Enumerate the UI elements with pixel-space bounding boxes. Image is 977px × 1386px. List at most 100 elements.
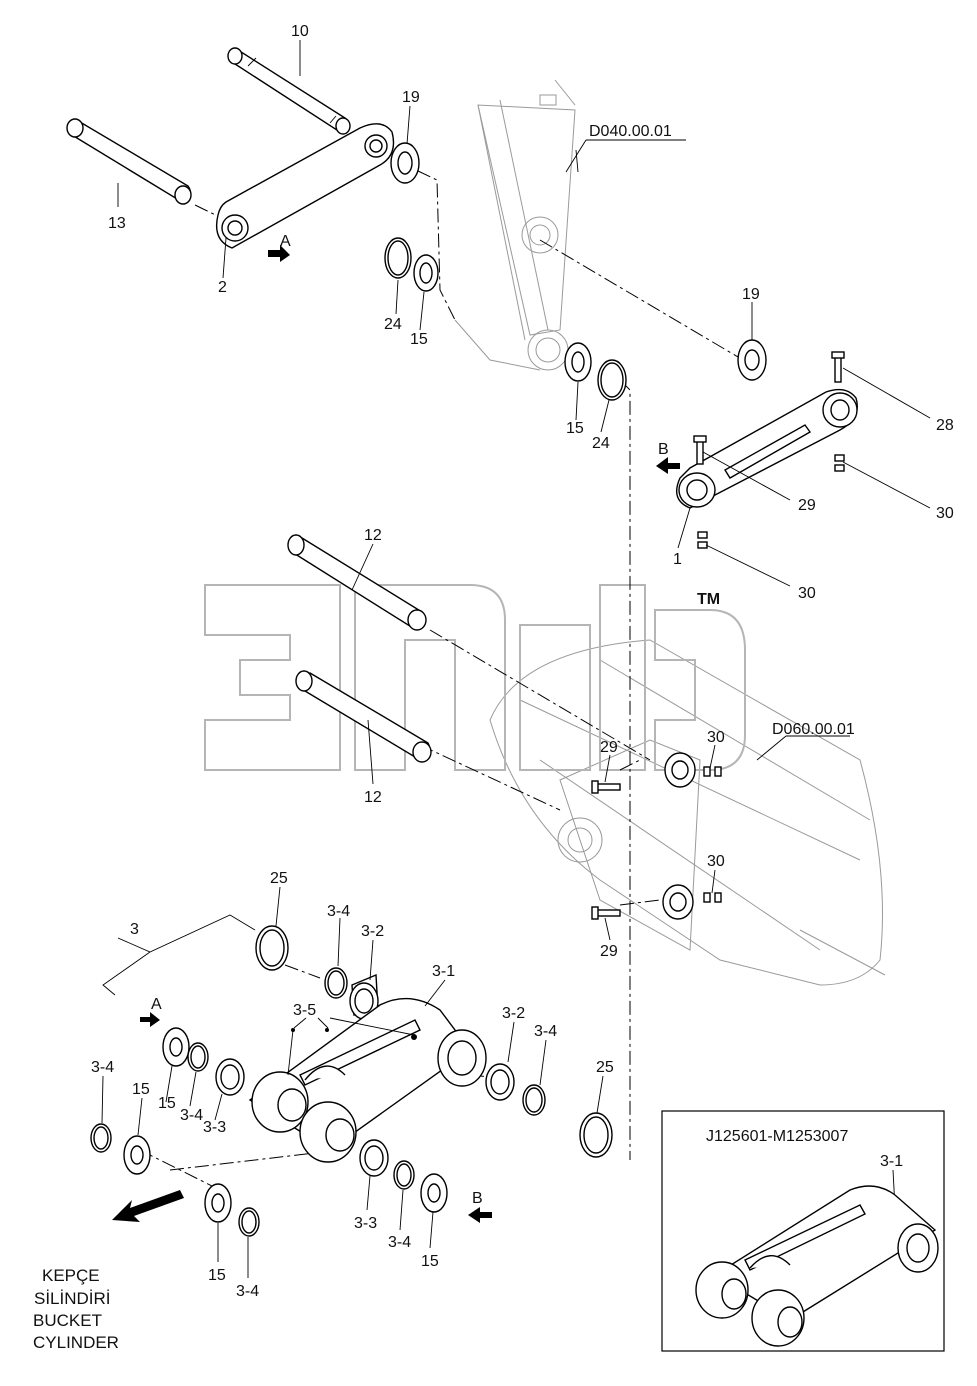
callout-29: 29 bbox=[600, 739, 618, 756]
callout-3-3: 3-3 bbox=[203, 1119, 226, 1136]
reference-bucket: D060.00.01 bbox=[772, 721, 855, 738]
bushing-3-3-bottom bbox=[359, 1139, 389, 1177]
seal-3-4-far-left bbox=[90, 1123, 112, 1153]
callout-28: 28 bbox=[936, 417, 954, 434]
callout-a: A bbox=[151, 996, 162, 1013]
bucket-bushing-upper bbox=[664, 752, 696, 788]
callout-3-2: 3-2 bbox=[502, 1005, 525, 1022]
caption-line-1: KEPÇE bbox=[42, 1266, 100, 1285]
bushing-3-2-top bbox=[349, 973, 379, 1020]
callout-3-4: 3-4 bbox=[534, 1023, 557, 1040]
seal-3-4-right bbox=[522, 1084, 546, 1116]
callout-29: 29 bbox=[600, 943, 618, 960]
callout-30: 30 bbox=[707, 729, 725, 746]
arrow-b-lower-icon bbox=[468, 1207, 492, 1223]
callout-25: 25 bbox=[596, 1059, 614, 1076]
bucket-cylinder-arrow-icon bbox=[112, 1190, 184, 1222]
washer-15-left bbox=[162, 1027, 190, 1067]
callout-15: 15 bbox=[421, 1253, 439, 1270]
washer-15-bottom-right bbox=[420, 1173, 448, 1213]
callout-3-3: 3-3 bbox=[354, 1215, 377, 1232]
arrow-b-icon bbox=[656, 457, 680, 474]
oring-24-upper bbox=[384, 237, 412, 279]
callout-b: B bbox=[472, 1190, 483, 1207]
callout-30: 30 bbox=[707, 853, 725, 870]
callout-12: 12 bbox=[364, 527, 382, 544]
leader-lines bbox=[101, 40, 931, 1278]
callout-12: 12 bbox=[364, 789, 382, 806]
callout-3-5: 3-5 bbox=[293, 1002, 316, 1019]
oring-24-mid bbox=[597, 359, 627, 401]
callout-3-4: 3-4 bbox=[236, 1283, 259, 1300]
callout-b: B bbox=[658, 441, 669, 458]
washer-15-mid bbox=[564, 342, 592, 382]
caption-line-2: SİLİNDİRİ bbox=[34, 1289, 111, 1308]
callout-15: 15 bbox=[208, 1267, 226, 1284]
pin-10 bbox=[227, 47, 351, 135]
callout-3-4: 3-4 bbox=[388, 1234, 411, 1251]
bucket-outline bbox=[489, 639, 886, 986]
pin-13 bbox=[66, 118, 192, 205]
callout-a: A bbox=[280, 233, 291, 250]
link-2 bbox=[215, 123, 395, 249]
bolt-29-mid bbox=[591, 780, 621, 794]
bucket-bushing-lower bbox=[662, 884, 694, 920]
nuts-30-low bbox=[703, 892, 722, 903]
callout-2: 2 bbox=[218, 279, 227, 296]
arrow-a-lower-icon bbox=[140, 1012, 160, 1027]
washer-15-far-left bbox=[123, 1135, 151, 1175]
callout-10: 10 bbox=[291, 23, 309, 40]
bolt-29-low bbox=[591, 906, 621, 920]
bushing-3-2-right bbox=[485, 1063, 515, 1101]
bushing-3-3-left bbox=[215, 1058, 245, 1096]
callout-3-1: 3-1 bbox=[432, 963, 455, 980]
grease-fittings-3-5 bbox=[291, 1028, 417, 1040]
callout-3-4: 3-4 bbox=[91, 1059, 114, 1076]
oring-25-left bbox=[255, 925, 289, 971]
inset-serial: J125601-M1253007 bbox=[706, 1128, 848, 1145]
callout-24: 24 bbox=[384, 316, 402, 333]
seal-3-4-left bbox=[187, 1042, 209, 1072]
washer-19-upper bbox=[390, 142, 420, 184]
callout-1: 1 bbox=[673, 551, 682, 568]
bolt-28 bbox=[831, 351, 845, 383]
inset-bucket-link bbox=[695, 1185, 939, 1347]
link-1 bbox=[676, 388, 858, 509]
callout-29: 29 bbox=[798, 497, 816, 514]
callout-3-4: 3-4 bbox=[180, 1107, 203, 1124]
oring-25-right bbox=[579, 1112, 613, 1158]
reference-boom: D040.00.01 bbox=[589, 123, 672, 140]
seal-3-4-bottom bbox=[238, 1207, 260, 1237]
washer-15-bottom bbox=[204, 1183, 232, 1223]
washer-15-upper bbox=[413, 254, 439, 292]
caption-line-4: CYLINDER bbox=[33, 1333, 119, 1352]
seal-3-4-top bbox=[324, 967, 348, 999]
washer-19-right bbox=[737, 339, 767, 381]
callout-19: 19 bbox=[742, 286, 760, 303]
callout-24: 24 bbox=[592, 435, 610, 452]
callout-30: 30 bbox=[936, 505, 954, 522]
callout-19: 19 bbox=[402, 89, 420, 106]
callout-3-2: 3-2 bbox=[361, 923, 384, 940]
callout-3: 3 bbox=[130, 921, 139, 938]
seal-3-4-bottom-right bbox=[393, 1160, 415, 1190]
caption-line-3: BUCKET bbox=[33, 1311, 102, 1330]
callout-3-4: 3-4 bbox=[327, 903, 350, 920]
arrow-a-icon bbox=[268, 245, 290, 262]
callout-15: 15 bbox=[158, 1095, 176, 1112]
callout-30: 30 bbox=[798, 585, 816, 602]
inset-callout-3-1: 3-1 bbox=[880, 1153, 903, 1170]
nut-30-right bbox=[834, 454, 845, 472]
pin-12-upper bbox=[287, 534, 427, 631]
nuts-30-mid bbox=[703, 766, 722, 777]
callout-15: 15 bbox=[132, 1081, 150, 1098]
pin-12-lower bbox=[295, 670, 432, 763]
caption: KEPÇE SİLİNDİRİ BUCKET CYLINDER bbox=[33, 1266, 119, 1352]
callout-15: 15 bbox=[566, 420, 584, 437]
callout-labels: 10 19 13 2 A 24 15 15 24 19 28 B 29 30 1… bbox=[91, 23, 954, 1300]
callout-13: 13 bbox=[108, 215, 126, 232]
callout-15: 15 bbox=[410, 331, 428, 348]
trademark-mark: TM bbox=[697, 591, 720, 608]
inset-box: J125601-M1253007 3-1 bbox=[661, 1110, 945, 1352]
